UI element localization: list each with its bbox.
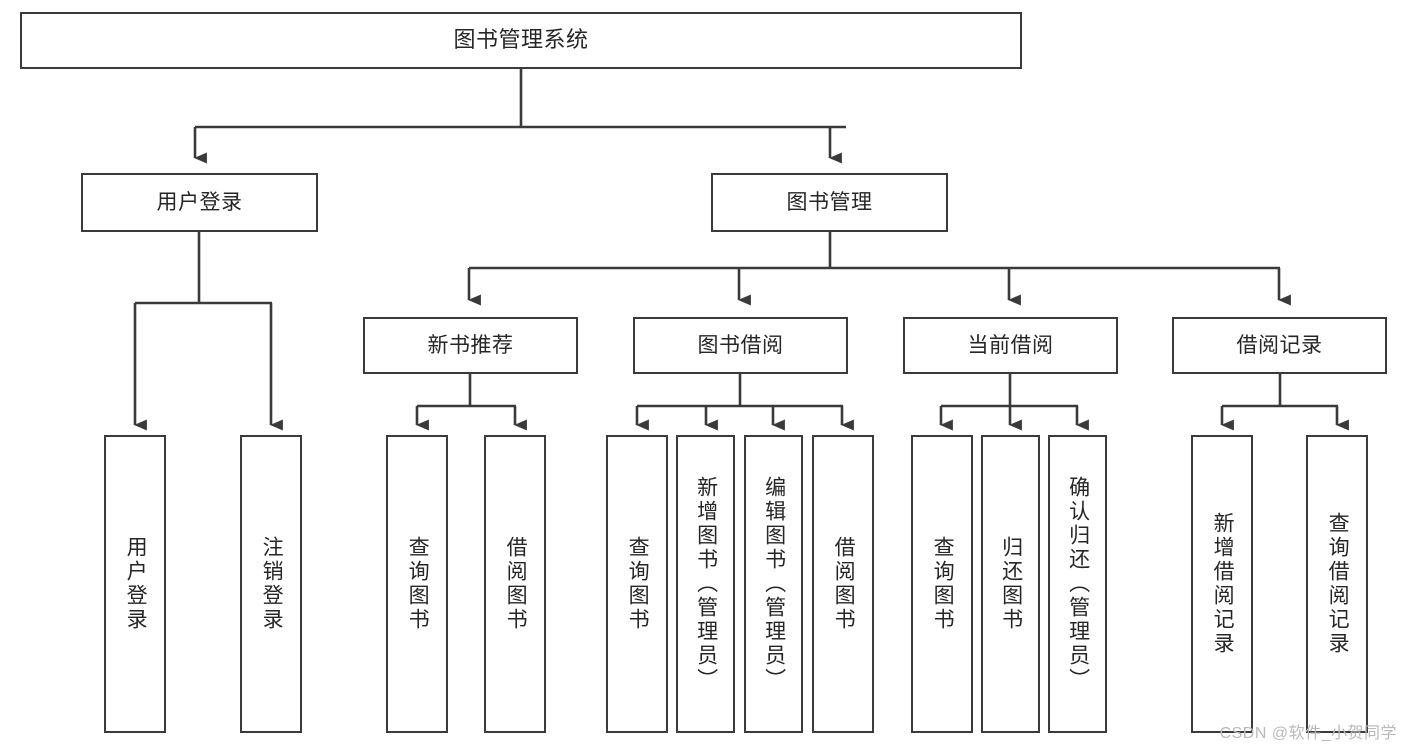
node-leaf-confirm-return[interactable]: 确认归还（管理员） [1048,435,1107,733]
node-book-borrow[interactable]: 图书借阅 [633,317,848,374]
node-leaf-query-book-1[interactable]: 查询图书 [386,435,448,733]
node-root-label: 图书管理系统 [453,27,589,53]
node-new-book-recommend-label: 新书推荐 [427,333,514,357]
watermark: CSDN @软件_小贺同学 [1219,725,1397,742]
node-new-book-recommend[interactable]: 新书推荐 [363,317,578,374]
node-leaf-add-book-label: 新增图书（管理员） [694,476,718,692]
node-leaf-borrow-book-2[interactable]: 借阅图书 [812,435,874,733]
node-leaf-user-login[interactable]: 用户登录 [104,435,166,733]
node-book-manage-label: 图书管理 [786,190,873,214]
node-leaf-confirm-return-label: 确认归还（管理员） [1066,476,1090,692]
node-leaf-borrow-book-1[interactable]: 借阅图书 [484,435,546,733]
node-leaf-query-record[interactable]: 查询借阅记录 [1306,435,1368,733]
node-borrow-record-label: 借阅记录 [1236,333,1323,357]
node-leaf-add-record[interactable]: 新增借阅记录 [1191,435,1253,733]
node-leaf-query-book-2-label: 查询图书 [626,536,650,632]
node-leaf-return-book[interactable]: 归还图书 [981,435,1040,733]
node-leaf-query-book-3-label: 查询图书 [931,536,955,632]
node-root[interactable]: 图书管理系统 [20,12,1022,69]
node-user-login-label: 用户登录 [156,190,243,214]
node-user-login[interactable]: 用户登录 [81,173,318,232]
node-leaf-edit-book[interactable]: 编辑图书（管理员） [744,435,803,733]
node-leaf-query-book-2[interactable]: 查询图书 [606,435,668,733]
node-book-manage[interactable]: 图书管理 [711,173,948,232]
node-current-borrow[interactable]: 当前借阅 [903,317,1118,374]
node-leaf-add-book[interactable]: 新增图书（管理员） [676,435,735,733]
node-current-borrow-label: 当前借阅 [967,333,1054,357]
node-borrow-record[interactable]: 借阅记录 [1172,317,1387,374]
node-leaf-query-book-1-label: 查询图书 [406,536,430,632]
node-book-borrow-label: 图书借阅 [697,333,784,357]
node-leaf-query-book-3[interactable]: 查询图书 [911,435,973,733]
node-leaf-user-logout[interactable]: 注销登录 [240,435,302,733]
node-leaf-user-login-label: 用户登录 [124,536,148,632]
node-leaf-add-record-label: 新增借阅记录 [1211,512,1235,656]
node-leaf-query-record-label: 查询借阅记录 [1326,512,1350,656]
node-leaf-borrow-book-1-label: 借阅图书 [504,536,528,632]
node-leaf-user-logout-label: 注销登录 [260,536,284,632]
node-leaf-return-book-label: 归还图书 [999,536,1023,632]
node-leaf-borrow-book-2-label: 借阅图书 [832,536,856,632]
node-leaf-edit-book-label: 编辑图书（管理员） [762,476,786,692]
